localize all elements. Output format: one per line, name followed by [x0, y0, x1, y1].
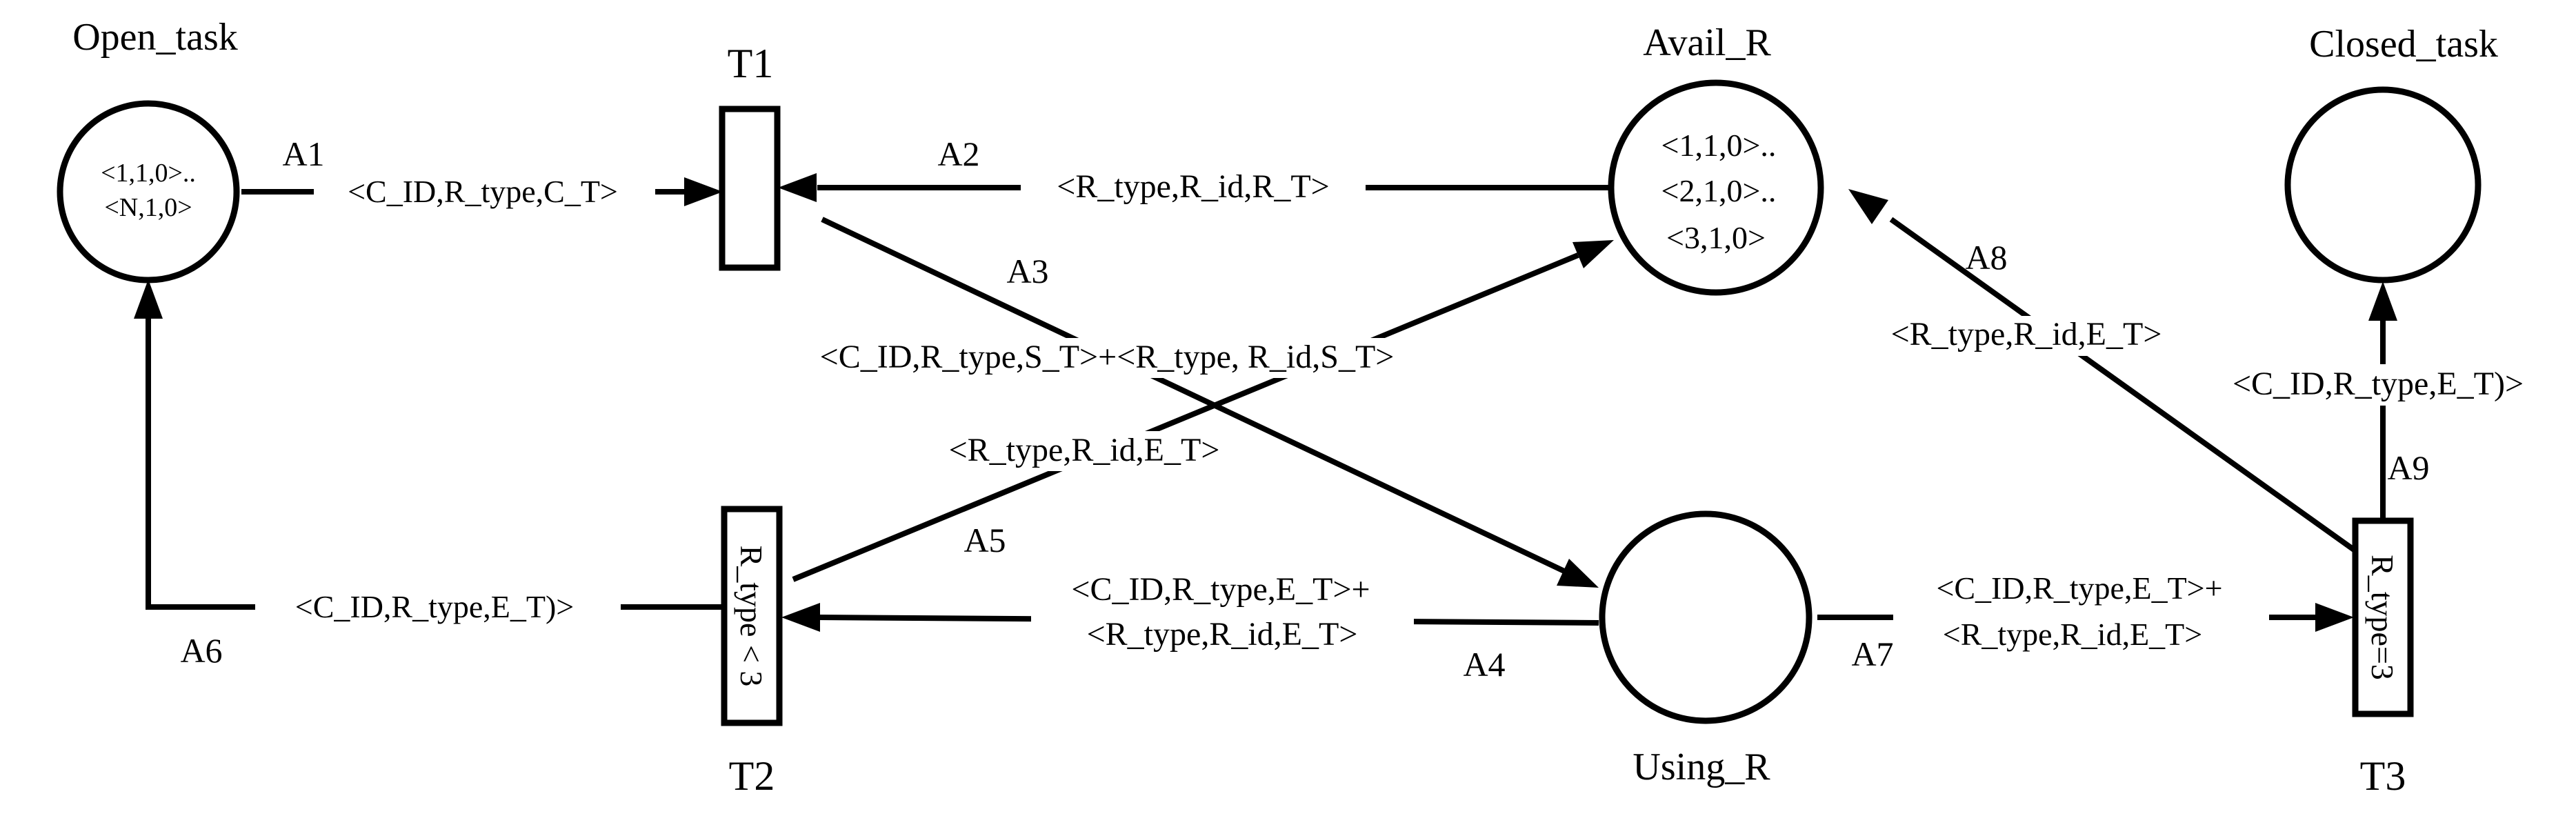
place-closed-task: Closed_task [2284, 23, 2498, 283]
arc-a2-arrowhead [778, 173, 817, 202]
arc-a8-name: A8 [1965, 238, 2007, 277]
arc-a4-expr-bg [1031, 573, 1414, 662]
arc-a6 [146, 319, 722, 610]
place-open-task: <1,1,0>.. <N,1,0> Open_task [57, 16, 240, 283]
arc-a7-expr-line1: <C_ID,R_type,E_T>+ [1936, 570, 2222, 606]
place-closed-task-circle [2284, 86, 2482, 283]
place-using-r: Using_R [1599, 510, 1813, 788]
arc-a7-expr-line2: <R_type,R_id,E_T> [1943, 617, 2202, 652]
place-avail-r-token-1: <1,1,0>.. [1661, 128, 1777, 163]
arc-a5 [792, 252, 1579, 582]
place-closed-task-label: Closed_task [2309, 23, 2498, 66]
arc-a2-name: A2 [937, 135, 979, 173]
arc-a9-name: A9 [2387, 448, 2429, 487]
place-using-r-circle [1599, 510, 1813, 724]
arc-a8-arrowhead [1848, 189, 1888, 224]
transition-t2: R_type < 3 T2 [721, 506, 783, 799]
transition-t2-box [721, 506, 783, 726]
arc-a7-name: A7 [1851, 635, 1893, 673]
place-avail-r: <1,1,0>.. <2,1,0>.. <3,1,0> Avail_R [1608, 21, 1824, 296]
arc-a6-name: A6 [180, 631, 222, 670]
arc-a6-arrowhead [134, 279, 163, 319]
place-open-task-label: Open_task [72, 16, 238, 59]
place-using-r-label: Using_R [1633, 746, 1770, 788]
transition-t3-guard: R_type=3 [2365, 555, 2400, 680]
arc-a9-expr: <C_ID,R_type,E_T)> [2233, 366, 2524, 402]
arc-a7-expr-bg [1893, 571, 2269, 662]
arc-a2-expr: <R_type,R_id,R_T> [1057, 168, 1329, 205]
transition-t2-guard: R_type < 3 [734, 546, 769, 687]
arc-a1-expr: <C_ID,R_type,C_T> [348, 174, 618, 209]
arc-a8-expr-bg [1866, 316, 2190, 356]
arc-a6-expr-bg [255, 588, 621, 626]
arc-a7-arrowhead [2315, 603, 2354, 632]
arc-a3-name: A3 [1006, 252, 1048, 290]
arc-a5-name: A5 [963, 521, 1006, 559]
transition-t3: R_type=3 T3 [2352, 517, 2414, 799]
arc-a3-expr: <C_ID,R_type,S_T>+<R_type, R_id,S_T> [820, 339, 1395, 375]
place-open-task-circle [57, 100, 240, 283]
transition-t1-label: T1 [728, 41, 774, 86]
place-avail-r-circle [1608, 79, 1824, 296]
transition-t2-label: T2 [729, 753, 775, 799]
arc-a3-expr-bg [752, 338, 1466, 378]
place-open-task-token-1: <1,1,0>.. [101, 159, 196, 188]
arc-a4-arrowhead [781, 603, 820, 632]
place-avail-r-token-2: <2,1,0>.. [1661, 173, 1777, 208]
place-avail-r-label: Avail_R [1643, 21, 1771, 64]
arc-a9-expr-bg [2197, 364, 2562, 406]
arc-a3 [821, 217, 1566, 574]
transition-t1: T1 [719, 41, 781, 271]
arc-a8 [1889, 217, 2361, 556]
arc-a1-name: A1 [282, 135, 324, 173]
arc-a6-expr: <C_ID,R_type,E_T)> [295, 589, 575, 624]
arc-a8-expr: <R_type,R_id,E_T> [1891, 316, 2162, 352]
arc-a4-expr-line2: <R_type,R_id,E_T> [1087, 616, 1358, 653]
place-avail-r-token-3: <3,1,0> [1666, 220, 1766, 255]
arc-a1-expr-bg [314, 172, 655, 210]
transition-t1-box [719, 106, 781, 271]
arc-a9-arrowhead [2368, 281, 2397, 321]
transition-t3-label: T3 [2360, 753, 2406, 799]
arc-a4-expr-line1: <C_ID,R_type,E_T>+ [1071, 571, 1370, 608]
place-open-task-token-2: <N,1,0> [104, 193, 192, 222]
arc-a1-arrowhead [684, 177, 723, 206]
arc-a5-arrowhead [1572, 240, 1614, 268]
arc-a4-name: A4 [1463, 645, 1505, 684]
arc-a2-expr-bg [1021, 167, 1366, 207]
arc-a3-arrowhead [1557, 559, 1599, 588]
arc-a5-expr: <R_type,R_id,E_T> [949, 432, 1220, 468]
arc-a5-expr-bg [924, 431, 1245, 471]
transition-t3-box [2352, 517, 2414, 717]
